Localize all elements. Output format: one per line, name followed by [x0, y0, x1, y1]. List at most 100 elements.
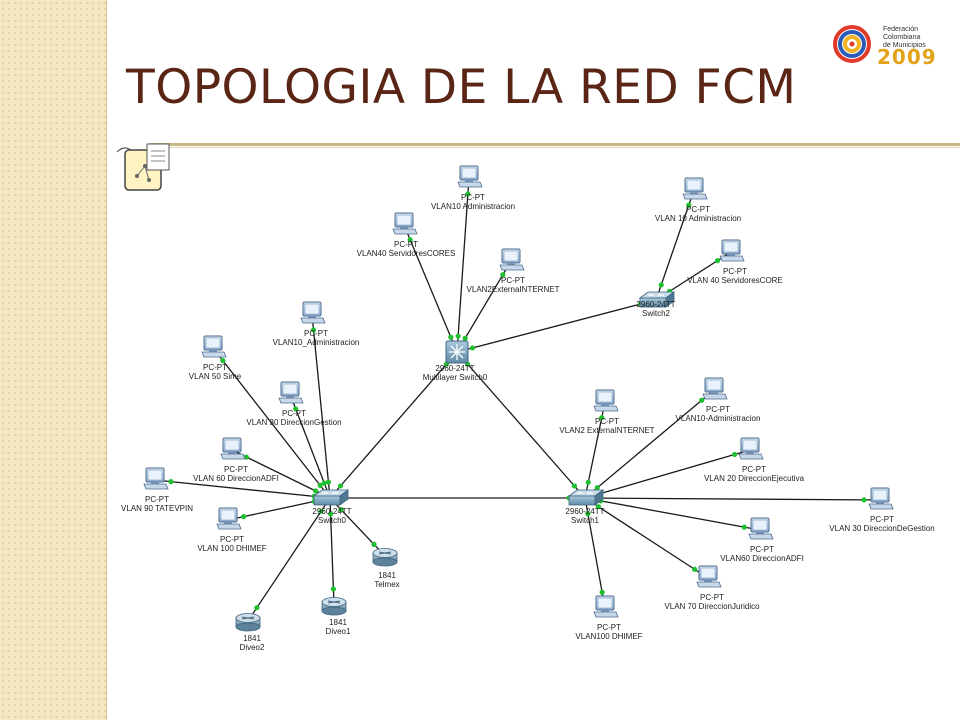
- pc-node-pc_s0e[interactable]: [143, 467, 169, 490]
- link-sw1-pc_s1c: [584, 449, 751, 499]
- clipboard-note-icon: [116, 143, 170, 191]
- link-status-dot: [465, 191, 471, 197]
- link-sw0-r_telmex: [329, 497, 386, 557]
- router-node-r_telmex[interactable]: [372, 548, 398, 567]
- link-status-dot: [594, 485, 600, 491]
- link-sw1-pc_s1g: [584, 497, 606, 609]
- node-label-pc_s1e-0: PC-PT: [750, 545, 774, 554]
- link-status-dot: [469, 345, 476, 351]
- pc-node-pc_s1f[interactable]: [696, 565, 722, 588]
- pc-node-pc_s0d[interactable]: [220, 437, 246, 460]
- node-label-r_telmex-1: Telmex: [374, 580, 399, 589]
- pc-node-pc_s2a[interactable]: [682, 177, 708, 200]
- link-mls0-sw2: [456, 299, 657, 353]
- node-label-pc_s0d-1: VLAN 60 DireccionADFI: [193, 474, 279, 483]
- link-mls0-sw0: [329, 351, 458, 499]
- link-status-dot: [327, 511, 334, 517]
- link-status-dot: [585, 479, 591, 485]
- link-status-dot: [310, 327, 317, 333]
- node-label-pc_m1-1: VLAN10 Administracion: [431, 202, 515, 211]
- node-label-pc_s0f-1: VLAN 100 DHIMEF: [197, 544, 266, 553]
- node-label-r_diveo1-0: 1841: [329, 618, 347, 627]
- link-status-dot: [741, 524, 747, 530]
- node-label-r_diveo2-1: Diveo2: [240, 643, 265, 652]
- pc-node-pc_s0b[interactable]: [201, 335, 227, 358]
- router-node-r_diveo2[interactable]: [235, 613, 261, 632]
- node-label-sw2-0: 2960-24TT: [636, 300, 675, 309]
- link-status-dot: [241, 514, 247, 520]
- node-label-pc_s0f-0: PC-PT: [220, 535, 244, 544]
- router-node-r_diveo1[interactable]: [321, 597, 347, 616]
- link-status-dot: [714, 258, 721, 264]
- multilayer-node-mls0[interactable]: [445, 340, 469, 364]
- pc-node-pc_s0c[interactable]: [278, 381, 304, 404]
- link-status-dot: [407, 237, 413, 243]
- node-label-sw0-1: Switch0: [318, 516, 347, 525]
- link-status-dot: [448, 334, 454, 340]
- pc-node-pc_s1a[interactable]: [593, 389, 619, 412]
- switch-node-sw1[interactable]: [567, 489, 605, 506]
- link-status-dot: [462, 335, 468, 341]
- link-status-dot: [595, 504, 602, 510]
- link-status-dot: [599, 415, 605, 421]
- node-label-pc_m3-1: VLAN2ExternaINTERNET: [467, 285, 560, 294]
- node-label-mls0-0: 2960-24TT: [435, 364, 474, 373]
- node-label-pc_s1b-0: PC-PT: [706, 405, 730, 414]
- pc-node-pc_s2b[interactable]: [719, 239, 745, 262]
- node-label-pc_s1e-1: VLAN60 DireccionADFI: [720, 554, 804, 563]
- link-mls0-pc_m1: [456, 177, 470, 353]
- pc-node-pc_s1e[interactable]: [748, 517, 774, 540]
- switch-node-sw2[interactable]: [638, 291, 676, 308]
- link-sw1-pc_s1d: [584, 497, 881, 501]
- link-status-dot: [338, 507, 344, 513]
- link-sw1-pc_s1b: [584, 389, 715, 499]
- pc-node-pc_s1c[interactable]: [738, 437, 764, 460]
- node-label-pc_s0d-0: PC-PT: [224, 465, 248, 474]
- title-divider: [150, 143, 960, 146]
- node-label-pc_s2b-0: PC-PT: [723, 267, 747, 276]
- switch-node-sw0[interactable]: [312, 489, 350, 506]
- pc-node-pc_m2[interactable]: [392, 212, 418, 235]
- pc-node-pc_s1g[interactable]: [593, 595, 619, 618]
- node-label-pc_s0e-0: PC-PT: [145, 495, 169, 504]
- link-status-dot: [861, 497, 867, 503]
- link-status-dot: [500, 272, 506, 278]
- link-status-dot: [337, 483, 344, 489]
- node-label-pc_s1a-1: VLAN2 ExternaINTERNET: [559, 426, 654, 435]
- node-label-pc_s1f-1: VLAN 70 DireccionJuridico: [664, 602, 760, 611]
- node-label-pc_s0b-0: PC-PT: [203, 363, 227, 372]
- node-label-pc_s1d-1: VLAN 30 DireccionDeGestion: [829, 524, 934, 533]
- link-status-dot: [686, 202, 692, 208]
- node-label-pc_s2b-1: VLAN 40 ServidoresCORE: [687, 276, 783, 285]
- link-status-dot: [220, 358, 226, 364]
- logo-text-line-1: Federación: [883, 26, 919, 33]
- link-status-dot: [691, 566, 698, 572]
- link-status-dot: [318, 508, 324, 514]
- pc-node-pc_s0a[interactable]: [300, 301, 326, 324]
- node-label-pc_s0c-0: PC-PT: [282, 409, 306, 418]
- pc-node-pc_s1b[interactable]: [702, 377, 728, 400]
- link-sw0-r_diveo2: [247, 497, 331, 622]
- link-status-dot: [599, 589, 605, 595]
- link-status-dot: [585, 511, 591, 517]
- pc-node-pc_m1[interactable]: [457, 165, 483, 188]
- node-label-sw0-0: 2960-24TT: [312, 507, 351, 516]
- node-label-pc_s1c-0: PC-PT: [742, 465, 766, 474]
- pc-node-pc_m3[interactable]: [499, 248, 525, 271]
- link-status-dot: [321, 480, 327, 486]
- link-mls0-pc_m2: [403, 224, 458, 353]
- pc-node-pc_s0f[interactable]: [216, 507, 242, 530]
- node-label-r_diveo2-0: 1841: [243, 634, 261, 643]
- node-label-r_telmex-0: 1841: [378, 571, 396, 580]
- decorative-side-strip: [0, 0, 107, 720]
- link-status-dot: [571, 483, 578, 489]
- node-label-pc_s1b-1: VLAN10-Administracion: [676, 414, 761, 423]
- node-label-pc_s2a-0: PC-PT: [686, 205, 710, 214]
- node-label-sw2-1: Switch2: [642, 309, 671, 318]
- pc-node-pc_s1d[interactable]: [868, 487, 894, 510]
- node-label-pc_s1d-0: PC-PT: [870, 515, 894, 524]
- link-mls0-sw1: [456, 351, 586, 499]
- node-label-pc_m3-0: PC-PT: [501, 276, 525, 285]
- node-label-pc_s0a-0: PC-PT: [304, 329, 328, 338]
